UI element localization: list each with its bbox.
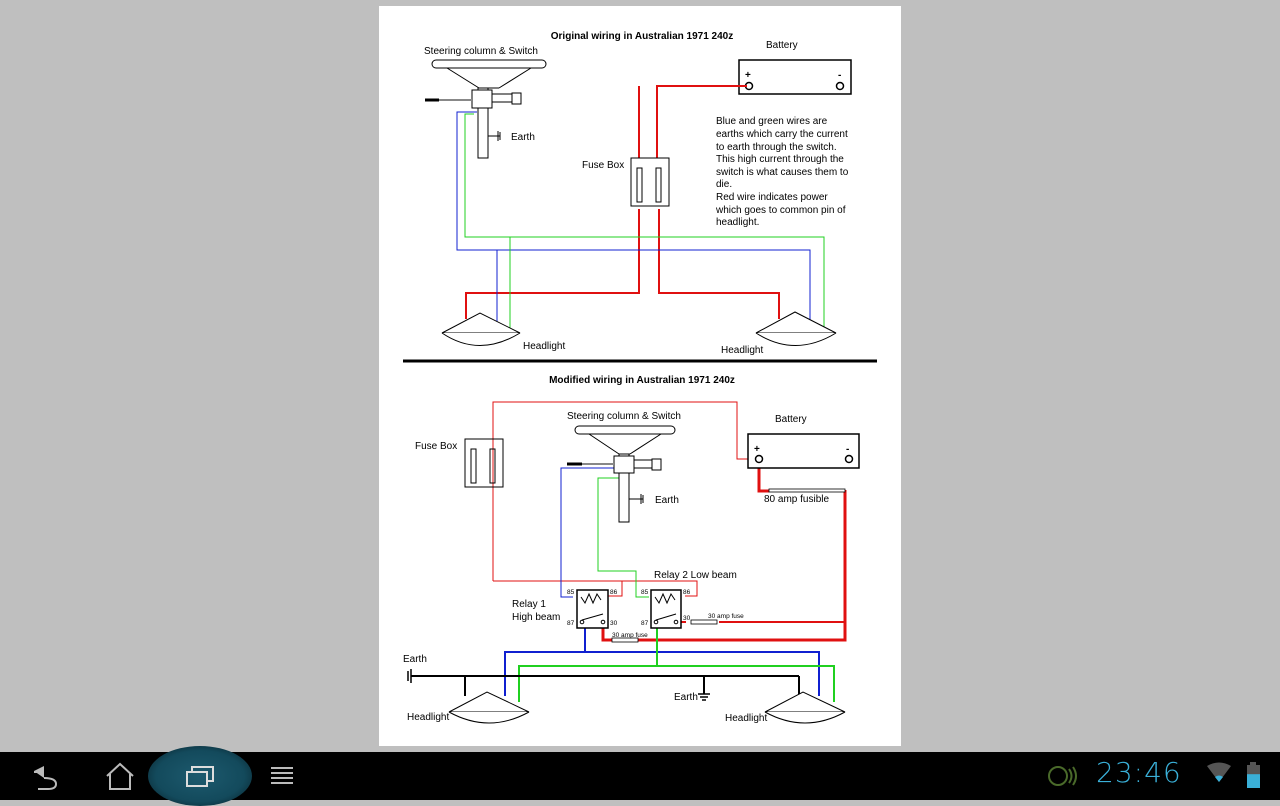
- earth-icon: [488, 131, 501, 141]
- earth-wire: [411, 675, 800, 696]
- modified-battery-label: Battery: [775, 414, 807, 425]
- relay1-label-line2: High beam: [512, 612, 560, 623]
- relay2-label: Relay 2 Low beam: [654, 570, 737, 581]
- modified-headlight-left-label: Headlight: [407, 712, 449, 723]
- headlight-icon: [448, 691, 530, 724]
- steering-wheel-icon: [567, 425, 676, 523]
- relay-icon: [650, 589, 682, 629]
- document-viewer[interactable]: Original wiring in Australian 1971 240z …: [0, 0, 1280, 752]
- low-beam-wire: [597, 477, 649, 598]
- battery-icon: [747, 433, 860, 469]
- original-headlight-right-label: Headlight: [721, 345, 763, 356]
- original-earth-label: Earth: [511, 132, 535, 143]
- earth-icon: [698, 693, 710, 701]
- recent-apps-highlight: [148, 746, 252, 806]
- wifi-icon: [1207, 762, 1231, 782]
- battery-minus-label: -: [846, 444, 849, 455]
- status-clock: 23:46: [1096, 756, 1182, 789]
- note-line: which goes to common pin of: [715, 205, 846, 216]
- note-line: switch is what causes them to: [716, 167, 849, 178]
- original-fusebox-label: Fuse Box: [582, 160, 624, 171]
- modified-steering-label: Steering column & Switch: [567, 411, 681, 422]
- low-beam-wire: [518, 626, 835, 702]
- recent-apps-icon: [186, 766, 214, 787]
- power-wire: [757, 461, 769, 493]
- fuse2-label: 30 amp fuse: [708, 613, 744, 620]
- high-beam-wire: [504, 626, 820, 696]
- power-wire: [493, 580, 623, 597]
- modified-earth-switch-label: Earth: [655, 495, 679, 506]
- document-page[interactable]: Original wiring in Australian 1971 240z …: [379, 6, 901, 746]
- battery-plus-label: +: [745, 70, 751, 81]
- note-line: This high current through the: [716, 154, 844, 165]
- original-steering-label: Steering column & Switch: [424, 46, 538, 57]
- headlight-icon: [755, 311, 837, 346]
- home-button[interactable]: [88, 752, 152, 800]
- low-beam-wire: [464, 113, 825, 328]
- power-wire: [492, 401, 755, 581]
- back-icon: [34, 766, 58, 790]
- high-beam-wire: [456, 111, 811, 324]
- note-line: earths which carry the current: [716, 129, 848, 140]
- relay1-pin86: 86: [610, 589, 618, 596]
- steering-wheel-icon: [425, 59, 547, 159]
- earth-icon: [629, 494, 644, 504]
- battery-plus-label: +: [754, 444, 760, 455]
- fuse-icon: [690, 619, 718, 625]
- modified-fusebox-label: Fuse Box: [415, 441, 457, 452]
- home-icon: [106, 762, 134, 790]
- relay2-pin86: 86: [683, 589, 691, 596]
- relay1-pin30: 30: [610, 620, 618, 627]
- menu-icon: [271, 767, 293, 784]
- modified-wires: [411, 401, 847, 702]
- original-wires: [456, 85, 825, 328]
- relay-icon: [576, 589, 609, 629]
- relay1-pin87: 87: [567, 620, 575, 627]
- earth-mid-label: Earth: [674, 692, 698, 703]
- note-line: die.: [716, 179, 732, 190]
- relay2-pin30: 30: [683, 615, 691, 622]
- relay1-pin85: 85: [567, 589, 575, 596]
- power-wire: [656, 85, 747, 161]
- earth-left-label: Earth: [403, 654, 427, 665]
- relay2-pin87: 87: [641, 620, 649, 627]
- wiring-diagram: Original wiring in Australian 1971 240z …: [403, 31, 877, 724]
- earth-icon: [407, 669, 412, 683]
- original-note: Blue and green wires are earths which ca…: [715, 116, 849, 228]
- battery-minus-label: -: [838, 70, 841, 81]
- original-title: Original wiring in Australian 1971 240z: [551, 31, 733, 42]
- fuse1-label: 30 amp fuse: [612, 632, 648, 639]
- fuse-box-icon: [464, 438, 504, 488]
- note-line: Blue and green wires are: [716, 116, 828, 127]
- power-wire: [465, 209, 640, 319]
- original-headlight-left-label: Headlight: [523, 341, 565, 352]
- modified-title: Modified wiring in Australian 1971 240z: [549, 375, 735, 386]
- battery-icon: [738, 59, 852, 95]
- fusible-link-icon: [768, 488, 846, 493]
- note-line: to earth through the switch.: [716, 142, 837, 153]
- sync-icon: [1048, 766, 1077, 786]
- relay1-label-line1: Relay 1: [512, 599, 546, 610]
- power-wire: [601, 490, 847, 642]
- modified-headlight-right-label: Headlight: [725, 713, 767, 724]
- menu-button[interactable]: [250, 752, 314, 800]
- battery-icon: [1247, 762, 1260, 788]
- power-wire: [658, 209, 780, 319]
- fuse-box-icon: [630, 157, 670, 207]
- note-line: headlight.: [716, 217, 759, 228]
- original-battery-label: Battery: [766, 40, 798, 51]
- fusible-label: 80 amp fusible: [764, 494, 829, 505]
- high-beam-wire: [560, 467, 620, 598]
- fuse-icon: [611, 637, 639, 643]
- power-wire: [622, 580, 698, 597]
- note-line: Red wire indicates power: [716, 192, 828, 203]
- relay2-pin85: 85: [641, 589, 649, 596]
- back-button[interactable]: [8, 752, 72, 800]
- headlight-icon: [441, 312, 521, 346]
- headlight-icon: [764, 691, 846, 724]
- system-navigation-bar: [0, 746, 1280, 806]
- recent-apps-button[interactable]: [168, 752, 232, 800]
